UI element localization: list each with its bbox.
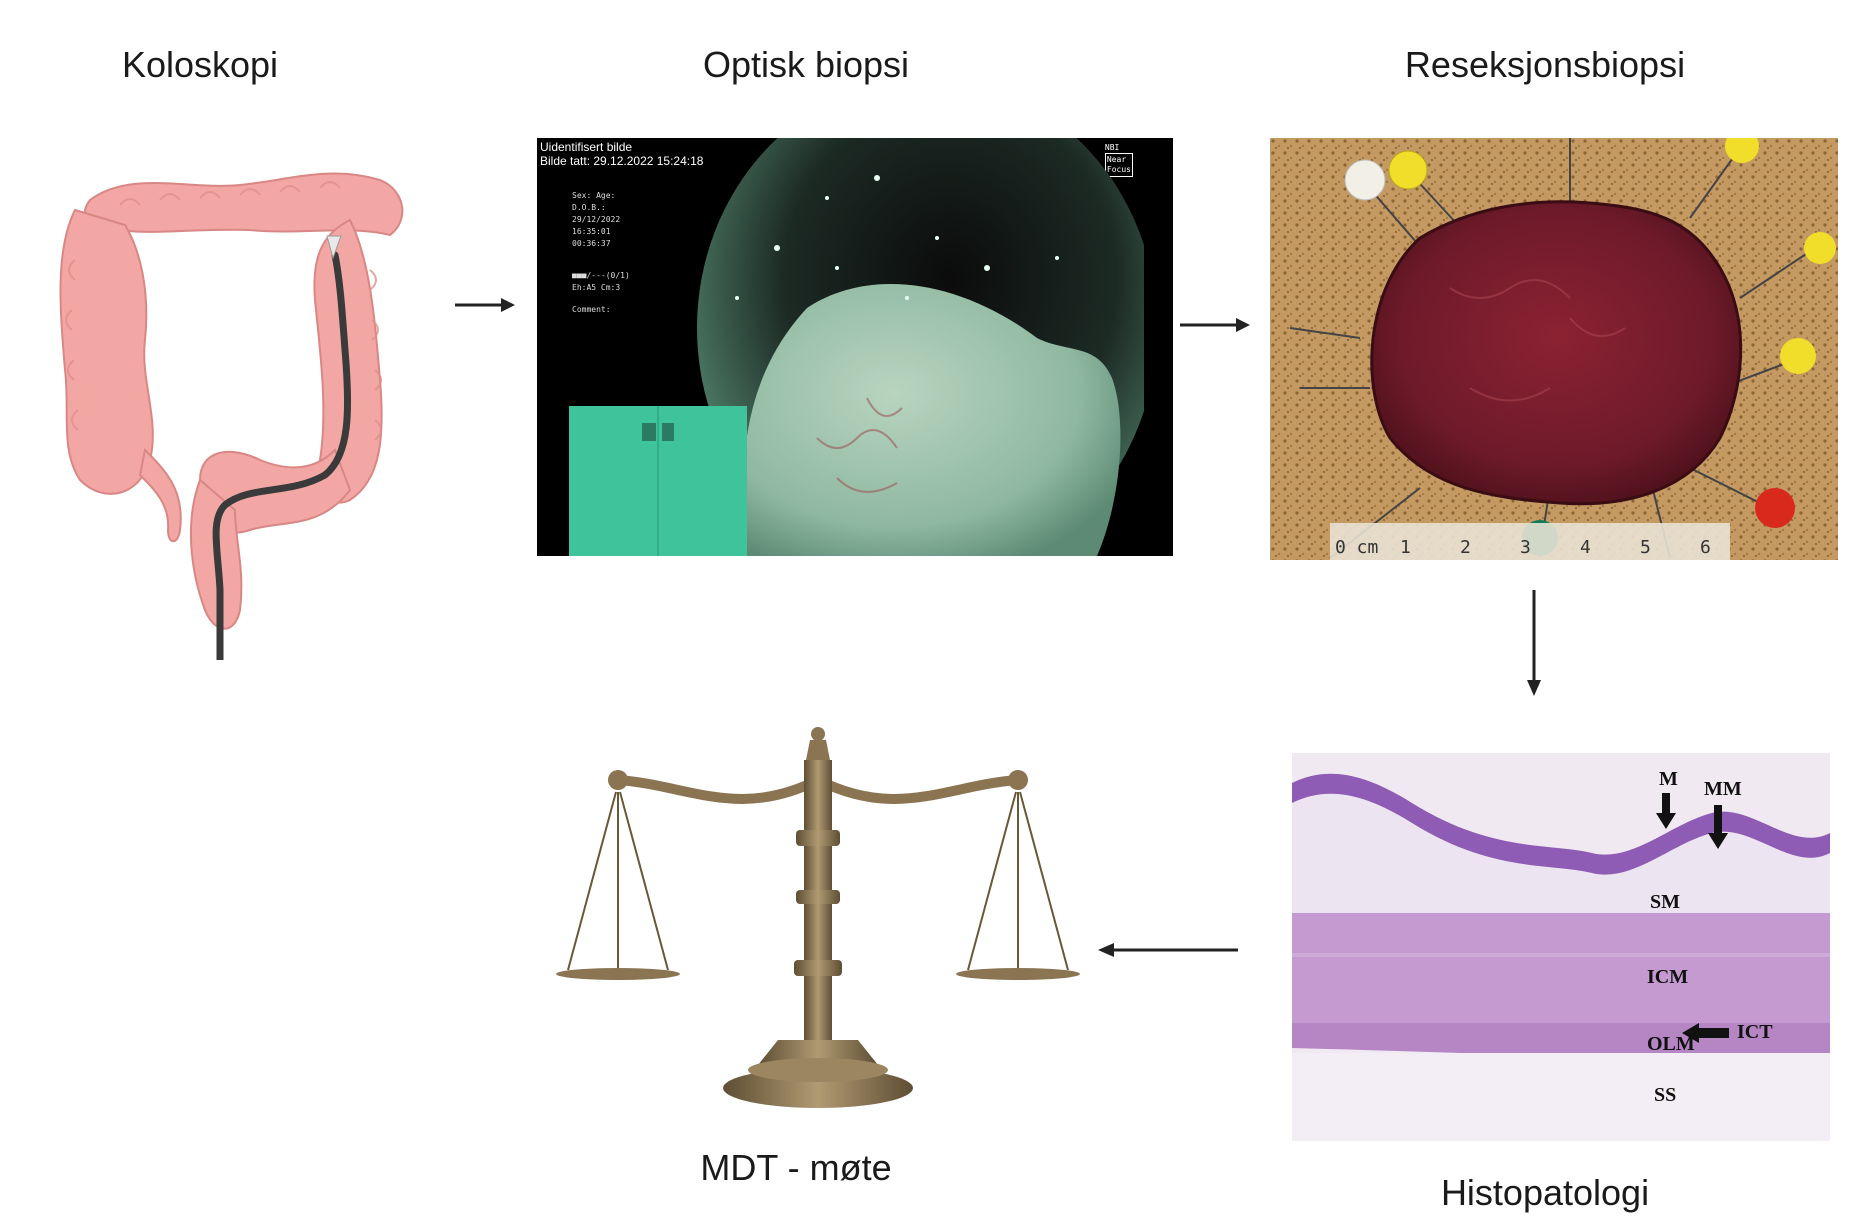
svg-text:MM: MM: [1704, 778, 1742, 800]
colon-illustration: [50, 150, 430, 660]
svg-text:3: 3: [1520, 537, 1531, 558]
svg-text:2: 2: [1460, 537, 1471, 558]
pin-yellow-3: [1804, 232, 1836, 264]
svg-text:SM: SM: [1650, 891, 1680, 913]
svg-text:SS: SS: [1654, 1084, 1676, 1106]
arrow-down: [1524, 590, 1544, 700]
histology-image: M MM SM ICM ICT OLM SS: [1292, 753, 1830, 1141]
title-optical-biopsy: Optisk biopsi: [703, 44, 909, 86]
title-mdt-meeting: MDT - møte: [700, 1147, 891, 1189]
scales-of-justice: [538, 720, 1098, 1120]
svg-text:6: 6: [1700, 537, 1711, 558]
svg-text:4: 4: [1580, 537, 1591, 558]
title-histopathology: Histopatologi: [1441, 1172, 1649, 1214]
svg-text:0 cm: 0 cm: [1335, 537, 1378, 558]
arrow-right-1: [455, 295, 517, 315]
pin-yellow-4: [1780, 338, 1816, 374]
svg-text:5: 5: [1640, 537, 1651, 558]
pin-white: [1345, 160, 1385, 200]
pin-red: [1755, 488, 1795, 528]
title-colonoscopy: Koloskopi: [122, 44, 278, 86]
arrow-right-2: [1180, 315, 1252, 335]
svg-text:1: 1: [1400, 537, 1411, 558]
endoscopy-screen: Uidentifisert bilde Bilde tatt: 29.12.20…: [537, 138, 1173, 556]
pin-yellow-1: [1389, 151, 1427, 189]
arrow-left: [1098, 940, 1238, 960]
svg-text:ICM: ICM: [1647, 966, 1688, 988]
svg-text:M: M: [1659, 768, 1678, 790]
title-resection-biopsy: Reseksjonsbiopsi: [1405, 44, 1685, 86]
resection-specimen-photo: 0 cm 1 2 3 4 5 6: [1270, 138, 1838, 560]
svg-text:ICT: ICT: [1737, 1021, 1773, 1043]
